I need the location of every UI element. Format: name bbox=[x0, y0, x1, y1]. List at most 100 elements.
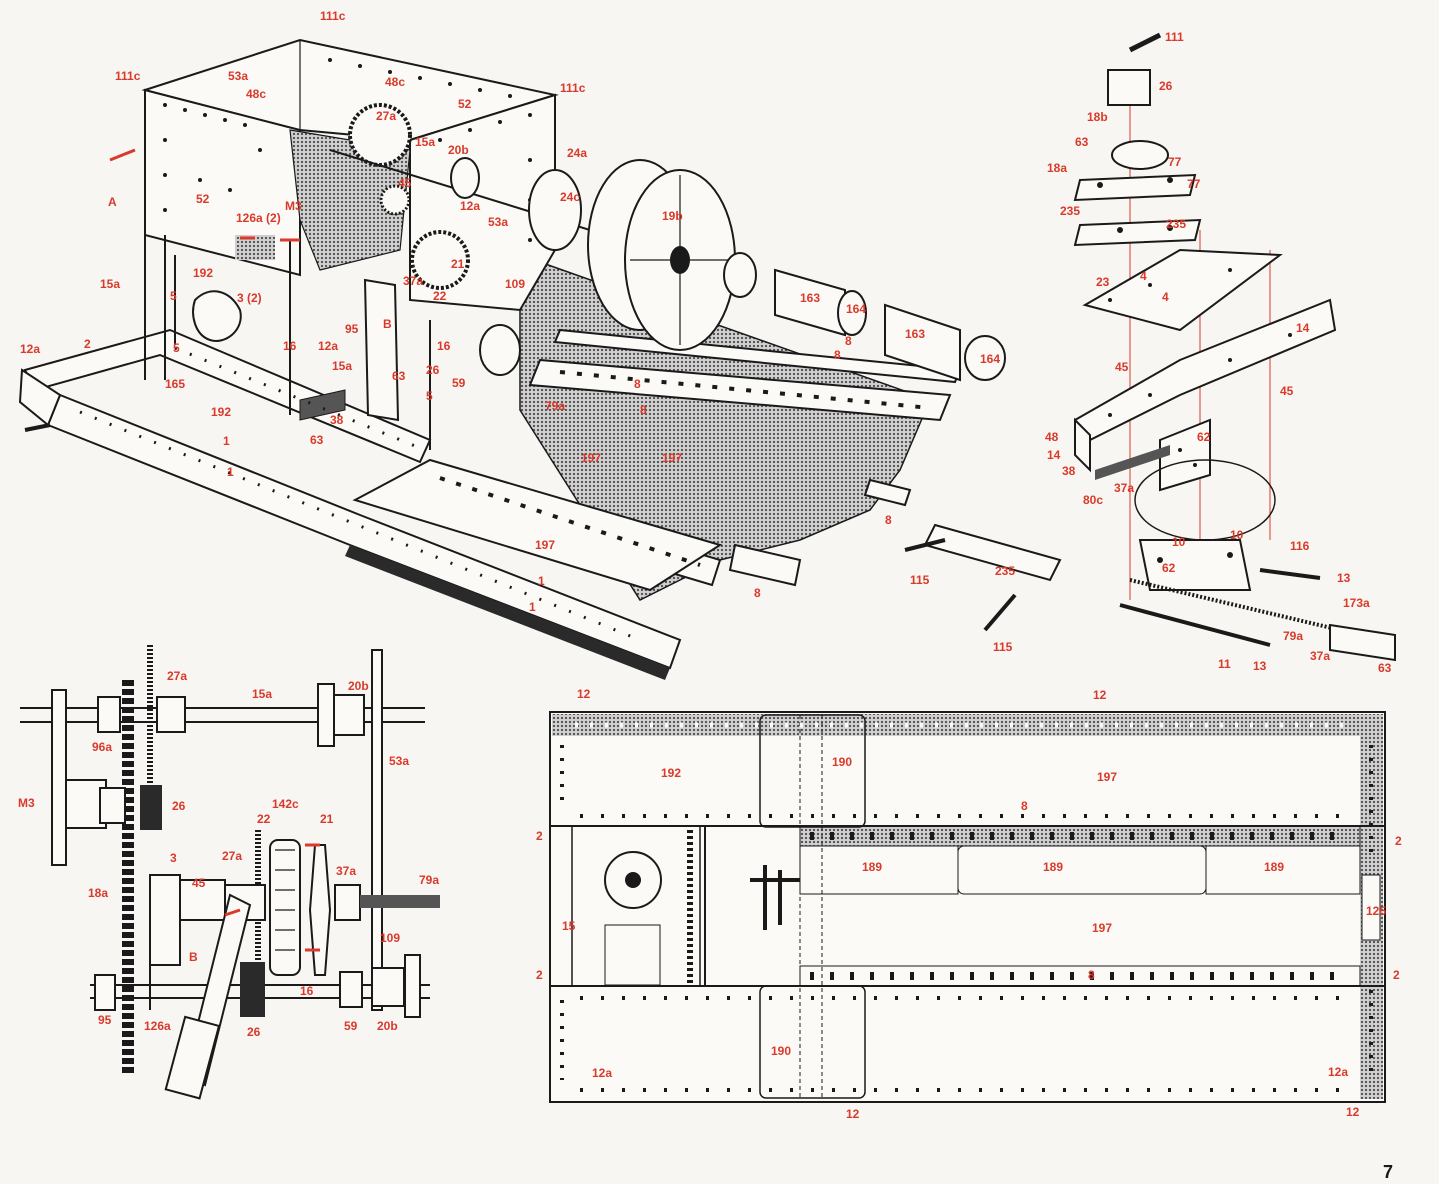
part-label: 20b bbox=[448, 143, 469, 157]
base-holes-2 bbox=[174, 346, 426, 452]
bracket-77 bbox=[1073, 173, 1197, 202]
part-label: 8 bbox=[885, 513, 892, 527]
base-girder-front-lip bbox=[345, 545, 670, 680]
bolt bbox=[24, 423, 51, 432]
tailstock-holes bbox=[1097, 177, 1292, 563]
rod-13 bbox=[1259, 568, 1321, 580]
collar-26 bbox=[99, 787, 126, 824]
part-label: 5 bbox=[173, 341, 180, 355]
part-label: 115 bbox=[910, 573, 930, 587]
part-label: 16 bbox=[437, 339, 451, 353]
part-label: 52 bbox=[196, 192, 210, 206]
part-label: 45 bbox=[1115, 360, 1129, 374]
part-label: 8 bbox=[845, 334, 852, 348]
part-label: 197 bbox=[1097, 770, 1117, 784]
part-label: 14 bbox=[1047, 448, 1061, 462]
part-label: 79a bbox=[545, 399, 565, 413]
part-label: 63 bbox=[310, 433, 324, 447]
angle-girder-8-b bbox=[528, 358, 952, 422]
part-label: 8 bbox=[1088, 968, 1095, 982]
angle-girder-8-c bbox=[553, 328, 962, 384]
part-label: 37a bbox=[1114, 481, 1134, 495]
part-label: 96a bbox=[92, 740, 112, 754]
collar bbox=[156, 696, 186, 733]
part-label: 15 bbox=[562, 919, 576, 933]
part-label: 26 bbox=[1159, 79, 1173, 93]
part-label: 1 bbox=[223, 434, 230, 448]
part-label: 190 bbox=[832, 755, 852, 769]
part-label: 189 bbox=[1264, 860, 1284, 874]
girder-slots-2 bbox=[559, 370, 931, 410]
part-label: 45 bbox=[1280, 384, 1294, 398]
part-label: 14 bbox=[1296, 321, 1310, 335]
pulley-20b-lower bbox=[404, 954, 421, 1018]
part-label: 8 bbox=[754, 586, 761, 600]
wheel-109 bbox=[479, 324, 521, 376]
bolt-111 bbox=[1128, 32, 1162, 53]
part-label: 77 bbox=[1187, 177, 1201, 191]
girder-125 bbox=[1361, 874, 1381, 941]
part-label: 2 bbox=[1395, 834, 1402, 848]
plate-190-top bbox=[759, 714, 866, 828]
part-label: 1 bbox=[538, 574, 545, 588]
side-gear-view bbox=[20, 645, 440, 1100]
part-label: 62 bbox=[1197, 430, 1211, 444]
part-label: 197 bbox=[1092, 921, 1112, 935]
part-label: 8 bbox=[1021, 799, 1028, 813]
headstock-holes bbox=[163, 58, 532, 242]
faceplate bbox=[723, 252, 757, 298]
part-label: M3 bbox=[18, 796, 35, 810]
part-label: 109 bbox=[380, 931, 400, 945]
part-label: 165 bbox=[165, 377, 185, 391]
plate-upper bbox=[1082, 248, 1283, 332]
part-label: 23 bbox=[1096, 275, 1110, 289]
part-label: 15a bbox=[415, 135, 435, 149]
part-label: 16 bbox=[283, 339, 297, 353]
part-label: 26 bbox=[426, 363, 440, 377]
coupling-163-a bbox=[774, 268, 846, 337]
main-isometric-view bbox=[18, 38, 1006, 680]
coupling-164-b bbox=[964, 335, 1006, 381]
part-label: 27a bbox=[167, 669, 187, 683]
part-label: 13 bbox=[1337, 571, 1351, 585]
part-label: 52 bbox=[458, 97, 472, 111]
arrow-mark bbox=[109, 148, 136, 162]
part-label: 19b bbox=[662, 209, 683, 223]
carriage-side-48 bbox=[1074, 417, 1091, 473]
part-label: 18a bbox=[1047, 161, 1067, 175]
part-label: 111c bbox=[560, 81, 586, 95]
pulley-20b-side bbox=[317, 683, 335, 747]
gear-142c-teeth bbox=[275, 849, 295, 951]
bracket-B bbox=[363, 278, 400, 422]
screw-79a bbox=[360, 895, 440, 908]
part-label: 80c bbox=[1083, 493, 1103, 507]
part-label: 8 bbox=[634, 377, 641, 391]
part-label: 62 bbox=[1162, 561, 1176, 575]
part-label: 37a bbox=[1310, 649, 1330, 663]
part-label: 10 bbox=[1230, 528, 1244, 542]
gear-22 bbox=[410, 230, 470, 290]
arrow-mark bbox=[224, 843, 320, 952]
part-label: M3 bbox=[285, 199, 302, 213]
part-label: 116 bbox=[1290, 539, 1310, 553]
part-label: 53a bbox=[488, 215, 508, 229]
part-label: 192 bbox=[661, 766, 681, 780]
part-label: 2 bbox=[536, 829, 543, 843]
motor-plan bbox=[604, 924, 661, 986]
collar-96a bbox=[97, 696, 121, 733]
part-label: 12 bbox=[1346, 1105, 1360, 1119]
part-label: 197 bbox=[662, 451, 682, 465]
part-label: 126a bbox=[144, 1019, 171, 1033]
part-label: 18b bbox=[1087, 110, 1108, 124]
part-label: 12 bbox=[1093, 688, 1107, 702]
part-label: 8 bbox=[640, 403, 647, 417]
page-number: 7 bbox=[1383, 1162, 1393, 1182]
gear-142c bbox=[269, 839, 301, 976]
part-label: 26 bbox=[172, 799, 186, 813]
part-label: 109 bbox=[505, 277, 525, 291]
part-label: 48c bbox=[385, 75, 405, 89]
pulley-20b-hub bbox=[333, 694, 365, 736]
part-label: 4 bbox=[1162, 290, 1169, 304]
part-label: A bbox=[108, 195, 117, 209]
